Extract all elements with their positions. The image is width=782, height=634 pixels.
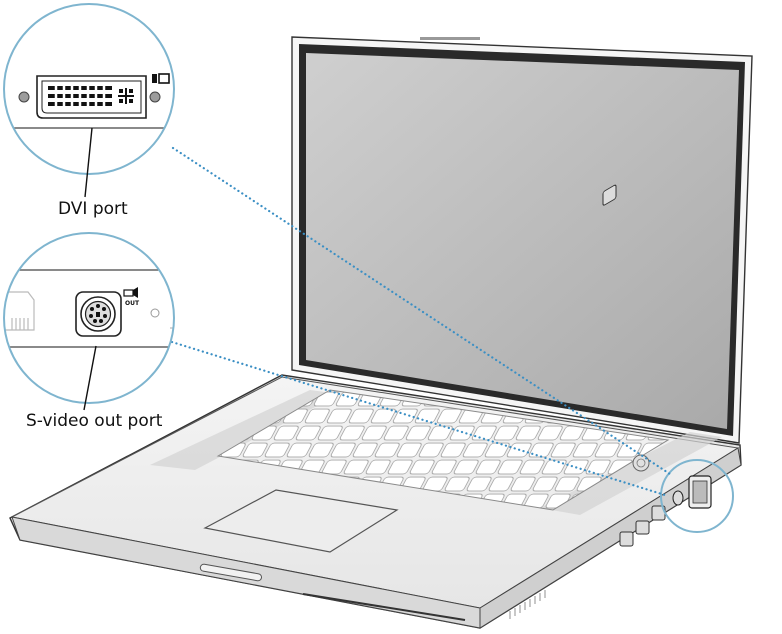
dvi-leader-line <box>171 146 675 478</box>
dvi-port-label: DVI port <box>58 199 128 219</box>
speaker-right <box>540 432 722 515</box>
keyboard <box>216 389 670 511</box>
screen <box>306 53 739 429</box>
svideo-port-label: S-video out port <box>26 411 163 431</box>
svideo-callout: OUT <box>3 232 175 411</box>
vents <box>509 590 546 619</box>
power-button[interactable] <box>632 454 650 472</box>
latch <box>199 563 262 582</box>
svideo-connector-icon <box>75 291 122 337</box>
ports-highlight-circle <box>660 459 734 533</box>
dvi-callout <box>3 3 175 198</box>
side-ports <box>602 184 734 547</box>
trackpad <box>203 489 399 553</box>
ethernet-port-icon <box>4 291 35 331</box>
leader-lines <box>170 146 675 497</box>
video-out-icon: OUT <box>123 287 140 307</box>
svideo-out-text: OUT <box>125 300 140 307</box>
optical-drive-slot <box>302 593 466 621</box>
display-icon <box>152 73 170 84</box>
svideo-port-on-laptop <box>672 490 684 506</box>
dvi-connector-icon <box>18 75 161 119</box>
laptop <box>9 36 753 629</box>
speaker-left <box>150 390 340 470</box>
svideo-leader-line <box>170 340 667 497</box>
